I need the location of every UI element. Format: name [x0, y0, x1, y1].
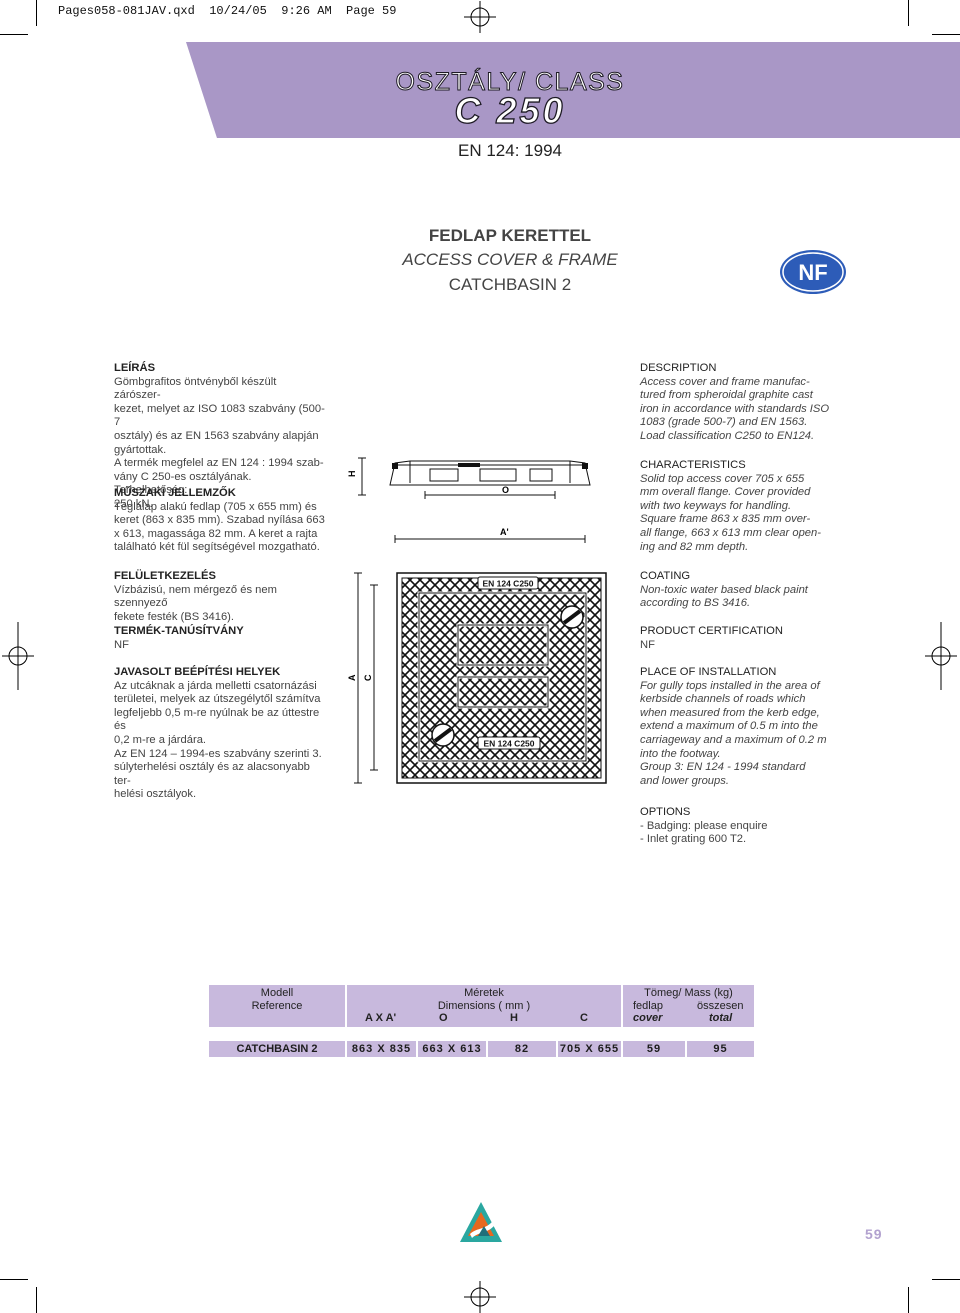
right-section-2: CHARACTERISTICS Solid top access cover 7…	[640, 459, 848, 554]
product-model: CATCHBASIN 2	[448, 275, 572, 294]
header-banner	[186, 42, 960, 138]
cell-axa: 863 X 835	[347, 1041, 416, 1057]
left-section-5: JAVASOLT BEÉPÍTÉSI HELYEK Az utcáknak a …	[114, 666, 326, 802]
text-leiras: Gömbgrafitos öntvényből készült zárószer…	[114, 375, 325, 510]
right-section-4: PRODUCT CERTIFICATION NF	[640, 625, 848, 652]
brand-logo-icon	[460, 1202, 502, 1242]
product-title-en: ACCESS COVER & FRAME	[402, 250, 618, 269]
cell-model: CATCHBASIN 2	[209, 1041, 345, 1057]
standard-label: EN 124: 1994	[458, 141, 562, 160]
dim-label-a: A	[347, 674, 357, 681]
dim-label-o: O	[502, 485, 509, 495]
cell-cover: 59	[623, 1041, 685, 1057]
heading-coating: COATING	[640, 570, 691, 582]
heading-beepitesi-helyek: JAVASOLT BEÉPÍTÉSI HELYEK	[114, 666, 281, 678]
heading-product-certification: PRODUCT CERTIFICATION	[640, 625, 783, 637]
heading-leiras: LEÍRÁS	[114, 362, 156, 374]
cell-h: 82	[488, 1041, 556, 1057]
cover-badge-bottom: EN 124 C250	[483, 739, 534, 749]
print-slug: Pages058-081JAV.qxd 10/24/05 9:26 AM Pag…	[58, 4, 397, 18]
header-dimensions: Méretek Dimensions ( mm ) A X A' O H C	[347, 985, 621, 1027]
cover-badge-top: EN 124 C250	[482, 579, 533, 589]
right-section-1: DESCRIPTION Access cover and frame manuf…	[640, 362, 848, 444]
section-drawing: H O A'	[347, 457, 591, 543]
heading-muszaki: MŰSZAKI JELLEMZŐK	[114, 487, 236, 499]
keyway-icon	[560, 605, 584, 629]
left-section-3: FELÜLETKEZELÉS Vízbázisú, nem mérgező és…	[114, 570, 326, 624]
keyway-icon	[431, 723, 455, 747]
right-section-5: PLACE OF INSTALLATION For gully tops ins…	[640, 666, 848, 788]
product-title-hu: FEDLAP KERETTEL	[428, 226, 592, 245]
heading-description: DESCRIPTION	[640, 362, 717, 374]
header-mass: Tömeg/ Mass (kg) fedlap összesen cover t…	[623, 985, 754, 1027]
cell-total: 95	[687, 1041, 754, 1057]
dim-label-c: C	[363, 674, 373, 681]
left-section-4: TERMÉK-TANÚSÍTVÁNY NF	[114, 625, 326, 652]
heading-termek-tanusitvany: TERMÉK-TANÚSÍTVÁNY	[114, 625, 244, 637]
heading-options: OPTIONS	[640, 806, 691, 818]
header-model: Modell Reference	[209, 985, 345, 1027]
right-section-6: OPTIONS - Badging: please enquire - Inle…	[640, 806, 848, 847]
right-section-3: COATING Non-toxic water based black pain…	[640, 570, 848, 611]
spec-table-header: Modell Reference Méretek Dimensions ( mm…	[209, 985, 754, 1027]
class-number: C 250	[454, 89, 566, 131]
heading-feluletkezeles: FELÜLETKEZELÉS	[114, 570, 216, 582]
dim-label-a-prime: A'	[500, 527, 509, 537]
heading-characteristics: CHARACTERISTICS	[640, 459, 746, 471]
heading-place-of-installation: PLACE OF INSTALLATION	[640, 666, 777, 678]
nf-logo-icon: NF	[780, 250, 846, 294]
class-title: OSZTÁLY/ CLASS	[395, 68, 625, 97]
left-column: LEÍRÁS Gömbgrafitos öntvényből készült z…	[114, 362, 326, 512]
page-number: 59	[865, 1226, 883, 1242]
svg-text:NF: NF	[798, 260, 827, 285]
cell-c: 705 X 655	[558, 1041, 621, 1057]
dim-label-h: H	[347, 471, 357, 478]
cell-o: 663 X 613	[418, 1041, 486, 1057]
table-row: CATCHBASIN 2 863 X 835 663 X 613 82 705 …	[209, 1041, 754, 1057]
left-section-2: MŰSZAKI JELLEMZŐK Téglalap alakú fedlap …	[114, 487, 325, 554]
plan-drawing: EN 124 C250 EN 124 C250 A C	[347, 572, 607, 784]
